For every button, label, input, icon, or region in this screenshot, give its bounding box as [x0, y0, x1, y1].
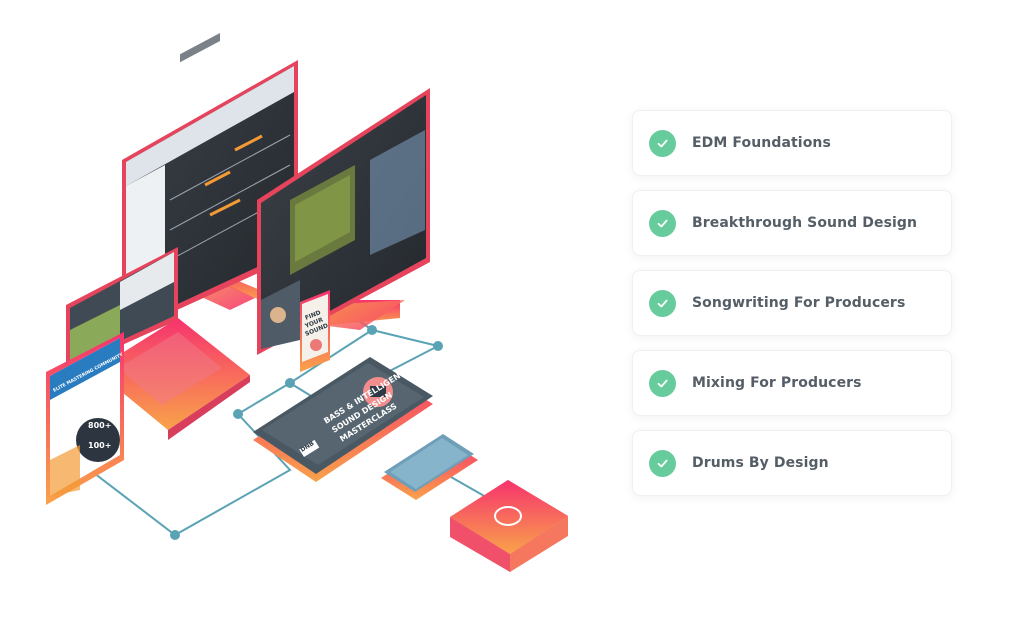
course-label: Drums By Design — [692, 455, 829, 471]
course-item-breakthrough-sound-design[interactable]: Breakthrough Sound Design — [632, 190, 952, 256]
check-icon — [649, 209, 676, 237]
course-label: Mixing For Producers — [692, 375, 862, 391]
flat-phone — [381, 434, 478, 500]
course-item-mixing-for-producers[interactable]: Mixing For Producers — [632, 350, 952, 416]
devices-svg: FIND YOUR SOUND ELITE MASTERING COMMUNIT… — [46, 33, 568, 572]
left-tablet-stat-2: 100+ — [88, 441, 111, 450]
course-item-drums-by-design[interactable]: Drums By Design — [632, 430, 952, 496]
check-icon — [649, 129, 676, 157]
phone-find-your-sound: FIND YOUR SOUND — [300, 290, 330, 372]
left-tablet: ELITE MASTERING COMMUNITY MASTERCLASS 80… — [46, 332, 125, 505]
check-icon — [649, 289, 676, 317]
course-label: EDM Foundations — [692, 135, 831, 151]
check-icon — [649, 369, 676, 397]
front-monitor — [257, 88, 430, 355]
connector-nodes — [170, 325, 443, 540]
course-list: EDM Foundations Breakthrough Sound Desig… — [632, 110, 952, 496]
left-tablet-stat-1: 800+ — [88, 421, 111, 430]
check-icon — [649, 449, 676, 477]
speaker-hub — [450, 480, 568, 572]
course-item-edm-foundations[interactable]: EDM Foundations — [632, 110, 952, 176]
course-label: Breakthrough Sound Design — [692, 215, 918, 231]
course-label: Songwriting For Producers — [692, 295, 906, 311]
course-item-songwriting-for-producers[interactable]: Songwriting For Producers — [632, 270, 952, 336]
center-tablet: BASS & INTELLIGENT SOUND DESIGN MASTERCL… — [253, 357, 433, 482]
devices-illustration: FIND YOUR SOUND ELITE MASTERING COMMUNIT… — [46, 33, 568, 572]
laptop — [66, 247, 250, 440]
